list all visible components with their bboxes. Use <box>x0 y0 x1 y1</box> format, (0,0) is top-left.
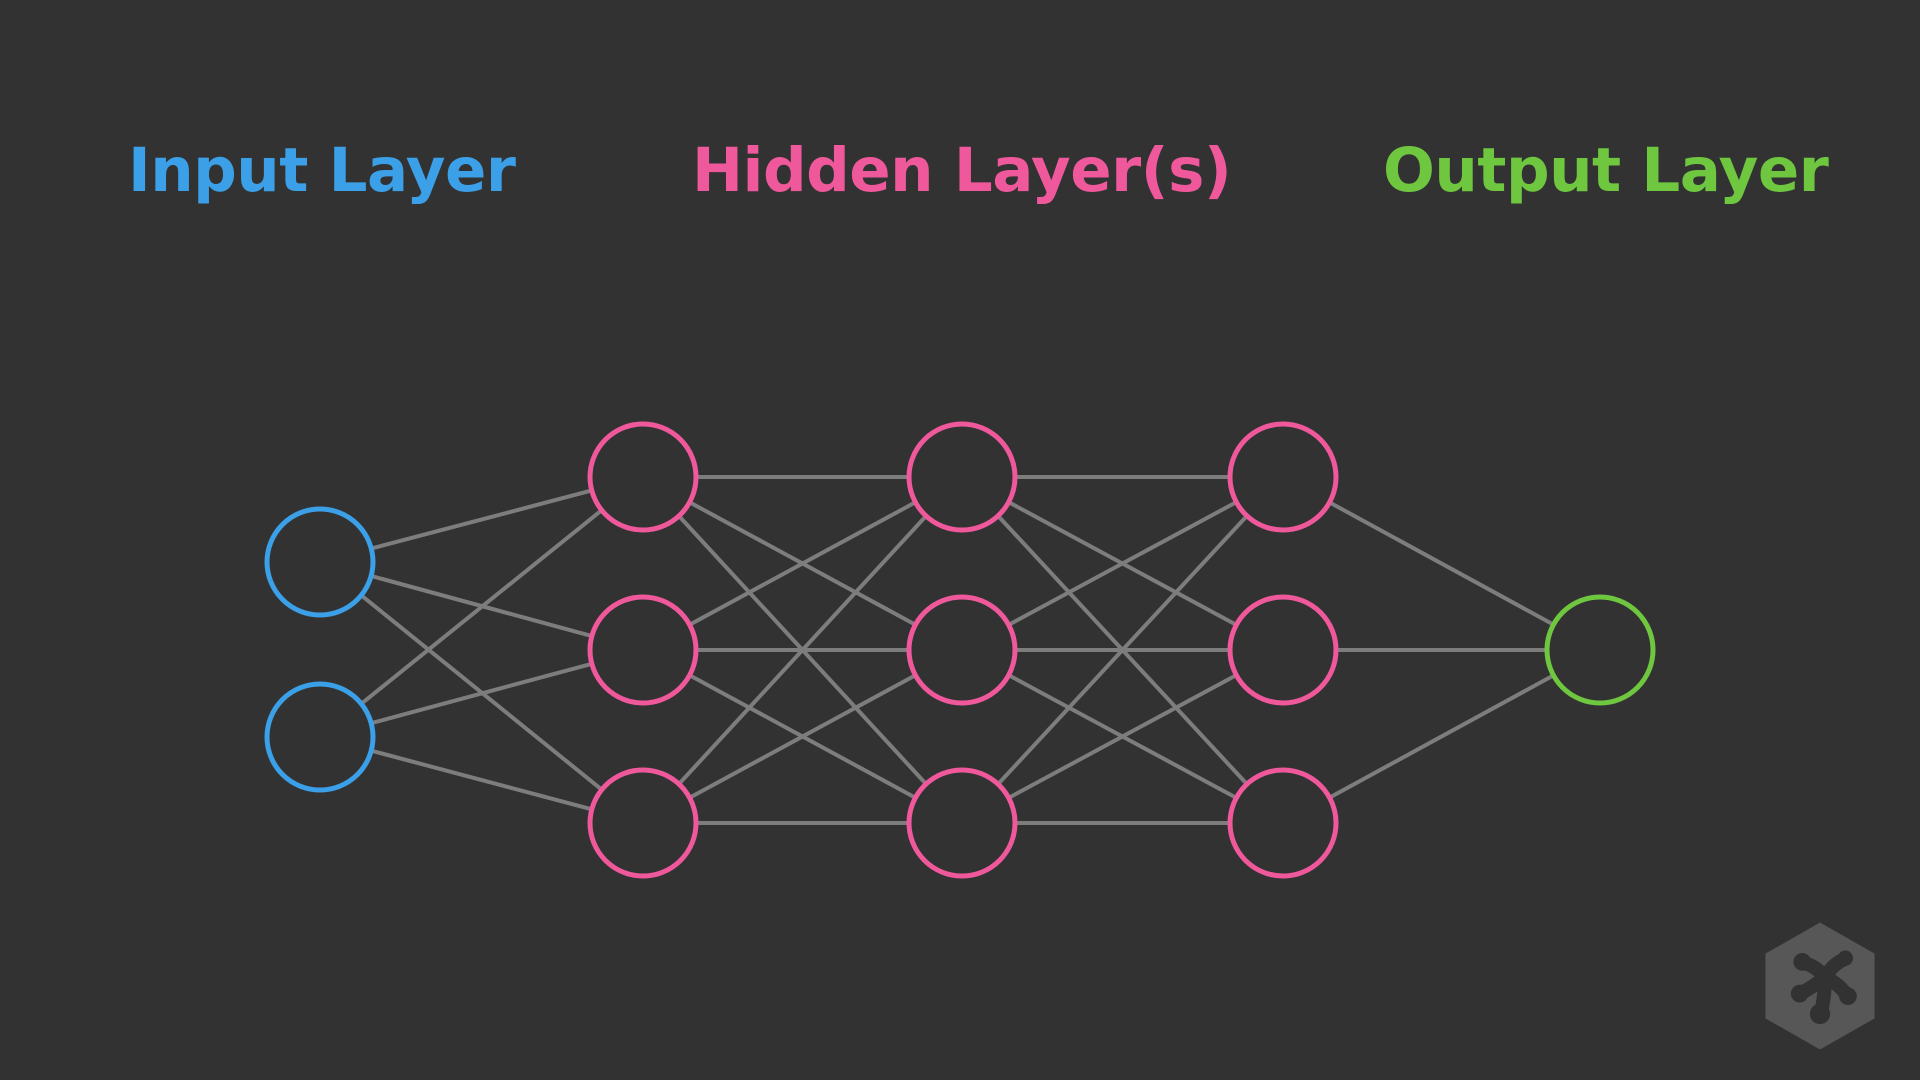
connection-line <box>1006 673 1239 800</box>
neuron-node-h2-2[interactable] <box>906 594 1018 706</box>
connection-line <box>1327 673 1556 800</box>
connection-line <box>676 513 929 787</box>
connection-line <box>687 500 918 627</box>
hidden-layer-label: Hidden Layer(s) <box>692 135 1232 206</box>
output-layer-label: Output Layer <box>1383 135 1829 206</box>
neuron-node-h3-3[interactable] <box>1227 767 1339 879</box>
neuron-node-i2[interactable] <box>264 681 376 793</box>
neuron-node-i1[interactable] <box>264 506 376 618</box>
neuron-node-h2-3[interactable] <box>906 767 1018 879</box>
connection-line <box>369 661 594 726</box>
connection-line <box>687 673 918 800</box>
connection-line <box>996 513 1249 787</box>
watermark-neuron-glyph <box>1790 950 1857 1025</box>
connection-line <box>359 508 604 706</box>
hexagon-neuron-logo-icon <box>1765 922 1875 1050</box>
connection-line <box>1327 500 1556 627</box>
nodes-group <box>264 421 1656 879</box>
neuron-node-o1[interactable] <box>1544 594 1656 706</box>
neuron-node-h1-2[interactable] <box>587 594 699 706</box>
connections-group <box>359 475 1556 825</box>
connection-line <box>369 748 594 812</box>
neuron-node-h1-3[interactable] <box>587 767 699 879</box>
neuron-node-h2-1[interactable] <box>906 421 1018 533</box>
connection-line <box>369 488 594 551</box>
neuron-node-h1-1[interactable] <box>587 421 699 533</box>
input-layer-label: Input Layer <box>128 135 516 206</box>
neuron-node-h3-2[interactable] <box>1227 594 1339 706</box>
neuron-node-h3-1[interactable] <box>1227 421 1339 533</box>
connection-line <box>1006 500 1239 627</box>
